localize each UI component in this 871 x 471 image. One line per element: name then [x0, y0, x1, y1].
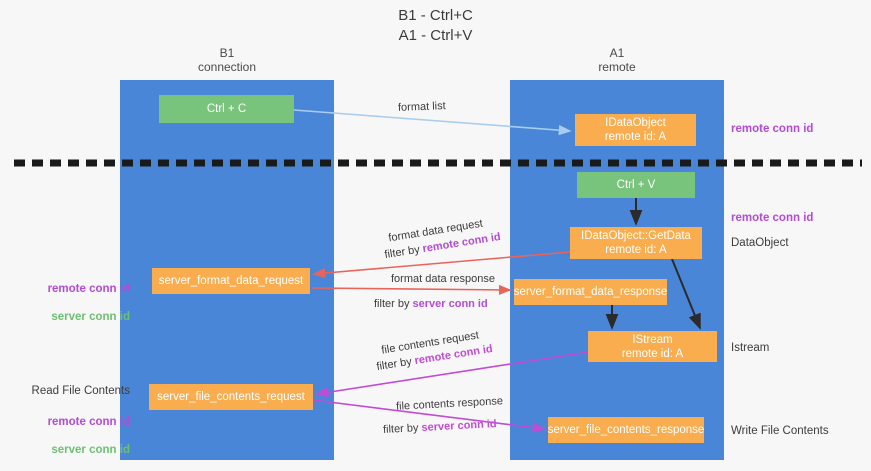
edge-label-file-contents-response: file contents response: [395, 395, 504, 413]
edge-label-format-data-response-filter: filter by server conn id: [374, 297, 488, 312]
label-left-conn-ids: remote conn id server conn id: [26, 268, 130, 338]
node-istream[interactable]: IStream remote id: A: [588, 331, 717, 362]
edge-file-contents-request: [315, 351, 589, 398]
filter-prefix: filter by: [382, 421, 422, 436]
edge-file-contents-response: [312, 399, 546, 433]
label-remote-conn-id-left: remote conn id: [47, 283, 130, 295]
label-left-conn-ids-bottom: remote conn id server conn id: [26, 401, 130, 471]
edge-label-format-list: format list: [397, 100, 446, 114]
filter-key-server-conn-id: server conn id: [412, 298, 488, 310]
page-title: B1 - Ctrl+C A1 - Ctrl+V: [398, 7, 473, 44]
node-ctrl-c[interactable]: Ctrl + C: [159, 95, 294, 123]
node-idataobject-getdata[interactable]: IDataObject::GetData remote id: A: [570, 227, 702, 259]
node-server-format-data-request[interactable]: server_format_data_request: [152, 268, 310, 294]
label-remote-conn-id-left-bottom: remote conn id: [47, 416, 130, 428]
label-write-file-contents: Write File Contents: [731, 425, 829, 437]
node-server-file-contents-request[interactable]: server_file_contents_request: [149, 384, 313, 410]
label-remote-conn-id-top: remote conn id: [731, 123, 814, 135]
edge-label-format-data-response: format data response: [391, 273, 495, 285]
filter-key-server-conn-id-2: server conn id: [421, 418, 497, 434]
label-remote-conn-id-mid: remote conn id: [731, 212, 814, 224]
column-header-b1: B1 connection: [197, 46, 257, 74]
edge-format-data-response: [311, 284, 512, 296]
edge-label-file-contents-response-filter: filter by server conn id: [383, 417, 497, 438]
label-istream: Istream: [731, 342, 770, 354]
label-read-file-contents: Read File Contents: [31, 385, 130, 397]
edge-format-list: [293, 109, 572, 136]
edge-getdata-to-istream: [671, 258, 701, 330]
label-server-conn-id-left-bottom: server conn id: [51, 444, 130, 456]
label-server-conn-id-left: server conn id: [51, 311, 130, 323]
node-server-file-contents-response[interactable]: server_file_contents_response: [548, 417, 704, 443]
label-dataobject: DataObject: [731, 237, 789, 249]
edge-format-data-request: [312, 251, 571, 279]
column-header-a1: A1 remote: [598, 46, 636, 74]
filter-prefix: filter by: [374, 298, 413, 310]
node-server-format-data-response[interactable]: server_format_data_response: [514, 279, 667, 305]
node-idataobject[interactable]: IDataObject remote id: A: [575, 114, 696, 146]
node-ctrl-v[interactable]: Ctrl + V: [577, 172, 695, 198]
